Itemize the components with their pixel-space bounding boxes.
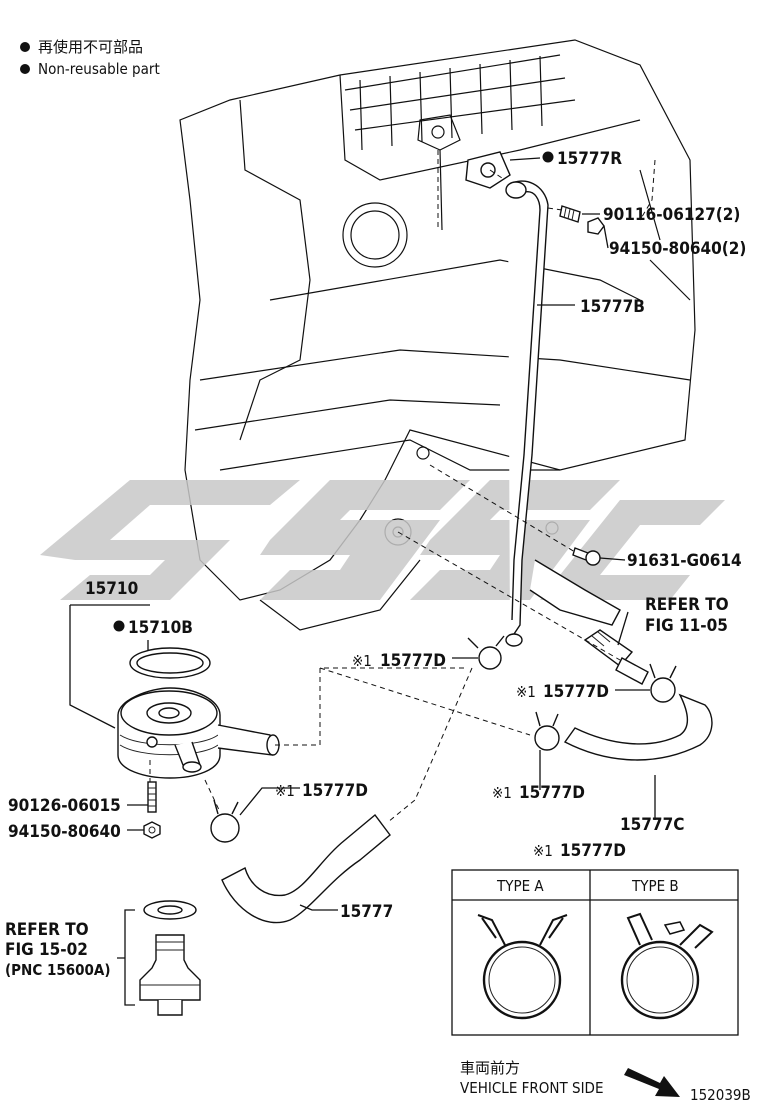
type-b-header: TYPE B [631, 877, 679, 895]
leader-lines [69, 157, 656, 1006]
watermark [40, 480, 725, 600]
gasket-15777R [465, 151, 511, 189]
label-15777D-3: 15777D [302, 781, 368, 801]
non-reusable-bullet-icon [20, 64, 30, 74]
label-94150-80640-2: 94150-80640(2) [609, 239, 746, 259]
non-reusable-bullet-icon [542, 151, 554, 163]
label-91631-G0614: 91631-G0614 [627, 551, 742, 571]
vehicle-front-en: VEHICLE FRONT SIDE [460, 1079, 603, 1097]
part-labels: 15777R 90116-06127(2) 94150-80640(2) 157… [5, 149, 746, 979]
hose-15777 [221, 813, 391, 924]
clamp-type-inset: TYPE A TYPE B [451, 869, 739, 1036]
label-15710B: 15710B [128, 618, 193, 638]
bolt-90116 [559, 205, 581, 223]
label-15777D-4: 15777D [519, 783, 585, 803]
label-15777D-5: 15777D [560, 841, 626, 861]
label-15777D-2: 15777D [543, 682, 609, 702]
clamp-15777D-3 [534, 711, 560, 751]
label-90116-06127: 90116-06127(2) [603, 205, 740, 225]
hose-15777C [563, 693, 713, 761]
footer: 車両前方 VEHICLE FRONT SIDE 152039B [460, 1059, 751, 1104]
label-15777B: 15777B [580, 297, 645, 317]
label-94150-80640: 94150-80640 [8, 822, 121, 842]
arrow-icon [624, 1068, 680, 1097]
label-refer-to-b: REFER TO [5, 920, 89, 940]
label-fig-15-02: FIG 15-02 [5, 940, 88, 960]
mark-4: ※1 [492, 784, 512, 802]
assembly-lines [149, 150, 656, 823]
mark-5: ※1 [533, 842, 553, 860]
mark-3: ※1 [275, 782, 295, 800]
mark-1: ※1 [352, 652, 372, 670]
non-reusable-bullet-icon [20, 42, 30, 52]
clamp-15777D-1 [467, 635, 505, 670]
non-reusable-bullet-icon [113, 620, 125, 632]
legend: 再使用不可部品 Non-reusable part [20, 38, 160, 78]
label-15777: 15777 [340, 902, 393, 922]
label-15777C: 15777C [620, 815, 684, 835]
label-pnc-15600a: (PNC 15600A) [5, 961, 111, 979]
clamp-15777D-4 [210, 799, 240, 843]
label-refer-to-a: REFER TO [645, 595, 729, 615]
pipe-15777B [505, 180, 621, 647]
legend-en: Non-reusable part [38, 60, 160, 78]
type-a-clamp-drawing [477, 914, 568, 1020]
oil-cooler-15710 [117, 687, 280, 779]
label-fig-11-05: FIG 11-05 [645, 616, 728, 636]
label-15777R: 15777R [557, 149, 622, 169]
type-a-header: TYPE A [496, 877, 544, 895]
label-15710: 15710 [85, 579, 138, 599]
clamp-15777D-2 [649, 663, 677, 703]
vehicle-front-jp: 車両前方 [460, 1059, 520, 1077]
type-b-clamp-drawing [620, 912, 714, 1020]
bolt-90126 [147, 781, 157, 813]
union-bolt-refer-15-02 [139, 900, 201, 1016]
o-ring-15710B [129, 647, 211, 679]
label-90126-06015: 90126-06015 [8, 796, 121, 816]
fitting-refer-11-05 [583, 629, 649, 685]
nut-94150-upper [587, 217, 605, 235]
engine-block [179, 39, 696, 631]
mark-2: ※1 [516, 683, 536, 701]
figure-code: 152039B [690, 1086, 751, 1104]
label-15777D-1: 15777D [380, 651, 446, 671]
nut-94150-lower [143, 821, 161, 839]
legend-jp: 再使用不可部品 [38, 38, 143, 56]
